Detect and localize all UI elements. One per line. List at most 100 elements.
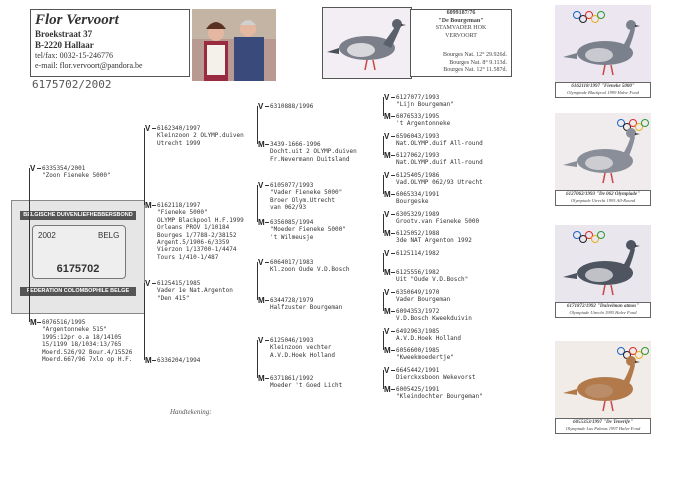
- bracket-g2-1: [144, 283, 145, 360]
- g4-tick-9: [391, 272, 395, 273]
- g1-tick-1: [37, 322, 41, 323]
- g4-sex-9: M: [384, 268, 391, 277]
- g4-tick-4: [391, 175, 395, 176]
- breeder-city: B-2220 Hallaar: [35, 40, 94, 50]
- g4-entry-5: 6065334/1991 Bourgeske: [396, 191, 440, 206]
- star-result-1: Bourges Nat. 12° 29.926d.: [443, 52, 507, 58]
- olympiad-pigeon-caption: 6171872/1992 "Duivelman atmos"Olympiade …: [555, 302, 651, 318]
- g4-sex-1: M: [384, 112, 391, 121]
- g4-entry-15: 6005425/1991 "Kleindochter Bourgeman": [396, 386, 483, 401]
- g3-entry-7: 6371861/1992 Moeder 't Goed Licht: [270, 375, 343, 390]
- star-pigeon-info: 6099187/76 "De Bourgeman" STAMVADER HOK …: [410, 9, 512, 77]
- bracket-g4-0: [383, 97, 384, 116]
- g3-entry-4: 6064017/1983 Kl.zoon Oude V.D.Bosch: [270, 259, 350, 274]
- g3-sex-2: V: [258, 181, 264, 190]
- olympic-rings-icon: [617, 119, 649, 131]
- g2-sex-2: V: [145, 279, 151, 288]
- breeder-street: Broekstraat 37: [35, 29, 93, 39]
- breeder-email[interactable]: e-mail: flor.vervoort@pandora.be: [35, 61, 143, 70]
- g3-sex-6: V: [258, 336, 264, 345]
- g4-sex-0: V: [384, 93, 390, 102]
- g2-entry-2: 6125415/1985 Vader 1e Nat.Argenton "Den …: [157, 280, 233, 302]
- olympiad-pigeon-card: 6127062/1993 "De 062 Olympiade"Olympiade…: [555, 113, 651, 206]
- olympiad-caption-title: 6055353/1997 "De Tenerife": [573, 420, 633, 425]
- g4-tick-6: [391, 214, 395, 215]
- bracket-g1: [29, 168, 30, 322]
- g2-entry-0: 6162340/1997 Kleinzoon 2 OLYMP.duiven Ut…: [157, 125, 244, 147]
- g1-entry-0: 6335354/2001 "Zoon Fieneke 5000": [42, 165, 111, 180]
- bracket-g4-1: [383, 136, 384, 155]
- g2-entry-1: 6162118/1997 "Fieneke 5000" OLYMP Blackp…: [157, 202, 244, 261]
- g4-entry-9: 6125556/1982 Uit "Oude V.D.Bosch": [396, 269, 469, 284]
- g3-tick-1: [265, 144, 269, 145]
- g2-sex-3: M: [145, 356, 152, 365]
- g3-tick-0: [265, 106, 269, 107]
- g4-entry-13: 6056600/1985 "Kweekmoedertje": [396, 347, 454, 362]
- g2-sex-1: M: [145, 201, 152, 210]
- star-ring: 6099187/76: [446, 10, 476, 16]
- g3-entry-2: 6105077/1993 "Vader Fieneke 5000" Broer …: [270, 182, 343, 212]
- ring-number: 6175702/2002: [32, 78, 112, 91]
- bracket-g4-6: [383, 331, 384, 350]
- g3-sex-7: M: [258, 374, 265, 383]
- g3-sex-4: V: [258, 258, 264, 267]
- g4-sex-4: V: [384, 171, 390, 180]
- g4-entry-4: 6125405/1986 Vad.OLYMP 062/93 Utrecht: [396, 172, 483, 187]
- olympiad-pigeon-photo: [555, 225, 651, 302]
- g4-tick-11: [391, 311, 395, 312]
- card-frame: [32, 225, 126, 279]
- breeder-phone: tel/fax: 0032-15-246776: [35, 51, 113, 60]
- g4-tick-0: [391, 97, 395, 98]
- g3-entry-0: 6310888/1996: [270, 103, 314, 110]
- olympiad-pigeon-caption: 6127062/1993 "De 062 Olympiade"Olympiade…: [555, 190, 651, 206]
- star-pigeon-photo: [322, 7, 412, 79]
- g4-tick-5: [391, 194, 395, 195]
- g4-tick-10: [391, 292, 395, 293]
- g4-tick-12: [391, 331, 395, 332]
- star-owner: VERVOORT: [445, 32, 477, 39]
- g3-tick-2: [265, 185, 269, 186]
- card-bottom-band: FEDERATION COLOMBOPHILE BELGE: [20, 287, 136, 296]
- olympiad-caption-sub: Olympiade Utrecht 1995 Halve Fond: [569, 310, 637, 315]
- g4-entry-6: 6305329/1989 Grootv.van Fieneke 5000: [396, 211, 480, 226]
- g4-sex-12: V: [384, 327, 390, 336]
- breeder-photo: [192, 9, 276, 81]
- g3-sex-1: M: [258, 140, 265, 149]
- bracket-g2-0: [144, 128, 145, 205]
- g4-tick-14: [391, 370, 395, 371]
- g4-sex-8: V: [384, 249, 390, 258]
- g3-tick-3: [265, 222, 269, 223]
- olympiad-pigeon-card: 6171872/1992 "Duivelman atmos"Olympiade …: [555, 225, 651, 318]
- g3-entry-6: 6125046/1993 Kleinzoon vechter A.V.D.Hoe…: [270, 337, 336, 359]
- olympiad-pigeon-caption: 6162118/1997 "Fieneke 5000"Olympiade Bla…: [555, 82, 651, 98]
- g3-sex-5: M: [258, 296, 265, 305]
- card-number: 6175702: [56, 263, 100, 275]
- g4-entry-10: 6350649/1970 Vader Bourgeman: [396, 289, 451, 304]
- olympiad-caption-title: 6162118/1997 "Fieneke 5000": [571, 84, 635, 89]
- olympiad-pigeon-photo: [555, 5, 651, 82]
- g2-sex-0: V: [145, 124, 151, 133]
- star-role: STAMVADER HOK: [435, 25, 487, 31]
- star-result-3: Bourges Nat. 12° 11.587d.: [443, 67, 507, 73]
- g4-tick-8: [391, 253, 395, 254]
- g3-entry-5: 6344728/1979 Halfzuster Bourgeman: [270, 297, 343, 312]
- olympiad-pigeon-card: 6162118/1997 "Fieneke 5000"Olympiade Bla…: [555, 5, 651, 98]
- olympiad-pigeon-card: 6055353/1997 "De Tenerife"Olympiade Las …: [555, 341, 651, 434]
- g1-tick-0: [37, 168, 41, 169]
- star-name: "De Bourgeman": [438, 17, 484, 24]
- g3-tick-4: [265, 262, 269, 263]
- bracket-g4-3: [383, 214, 384, 233]
- g1-entry-1: 6076516/1995 "Argentonneke 515" 1995:12p…: [42, 319, 133, 364]
- bracket-g4-4: [383, 253, 384, 272]
- olympiad-caption-sub: Olympiade Utrecht 1995 All-Round: [570, 198, 636, 203]
- g4-entry-14: 6645442/1991 Dierckxsboon Wekevorst: [396, 367, 476, 382]
- g3-entry-3: 6356085/1994 "Moeder Fieneke 5000" 't Wi…: [270, 219, 346, 241]
- g4-sex-2: V: [384, 132, 390, 141]
- g2-tick-2: [152, 283, 156, 284]
- g1-sex-1: M: [30, 318, 37, 327]
- g4-sex-7: M: [384, 229, 391, 238]
- g4-entry-2: 6596043/1993 Nat.OLYMP.duif All-round: [396, 133, 483, 148]
- olympiad-caption-title: 6171872/1992 "Duivelman atmos": [567, 304, 639, 309]
- bracket-g3-0: [257, 106, 258, 144]
- g3-tick-6: [265, 340, 269, 341]
